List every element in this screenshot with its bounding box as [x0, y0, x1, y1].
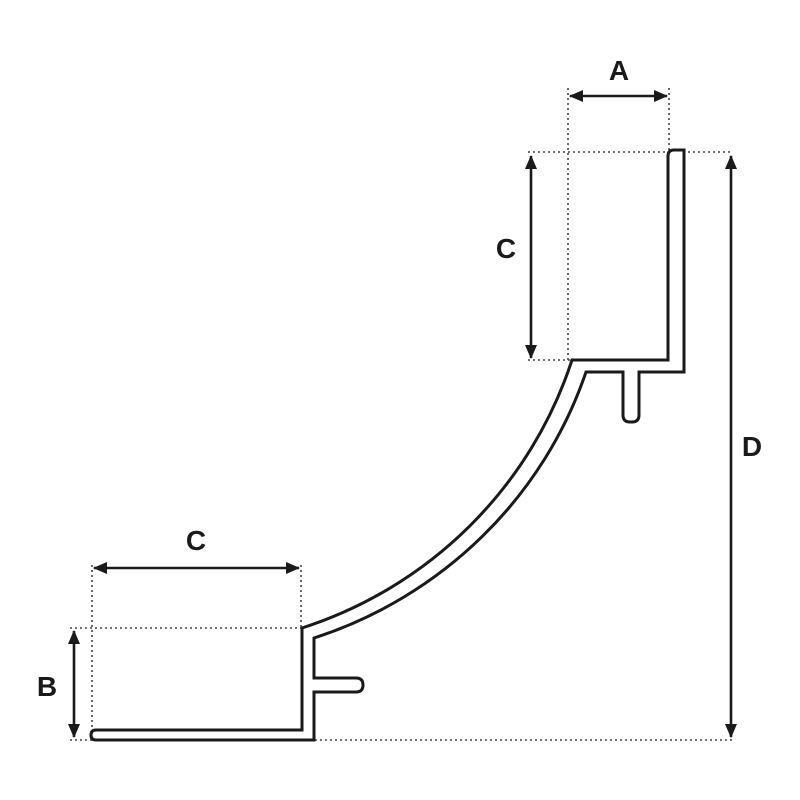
label-b: B: [37, 671, 57, 702]
label-c-top: C: [496, 233, 516, 264]
dimension-arrows: [68, 90, 737, 738]
label-d: D: [742, 431, 762, 462]
label-a: A: [609, 55, 629, 86]
label-c-bottom: C: [186, 525, 206, 556]
trim-profile: [89, 148, 686, 742]
